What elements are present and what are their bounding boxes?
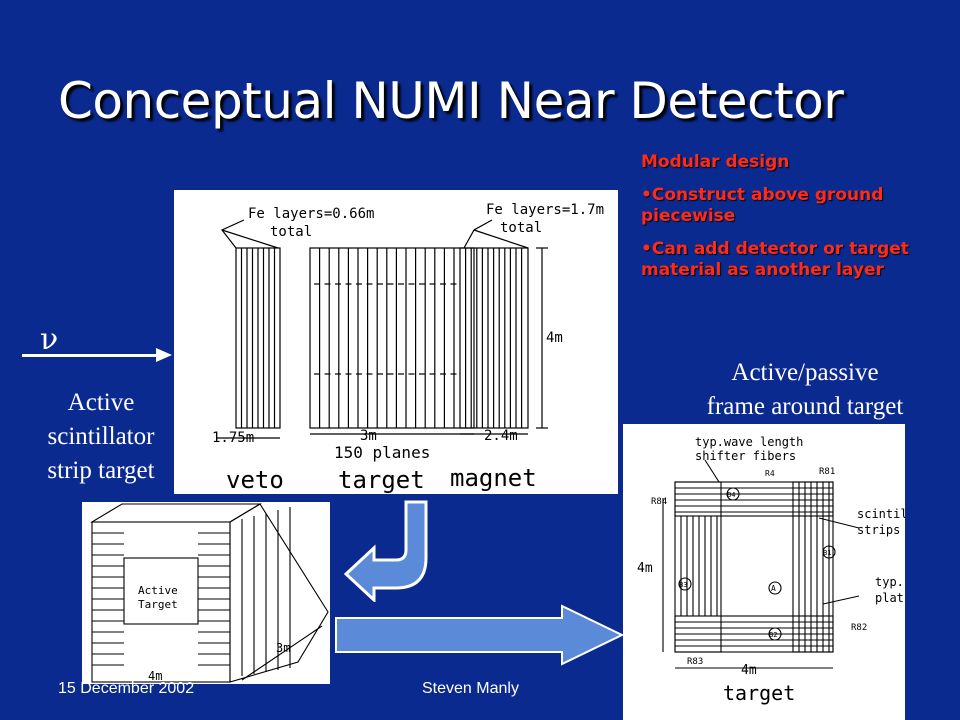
fe-left-label: Fe layers=0.66m	[248, 206, 374, 222]
planes-count: 150 planes	[334, 443, 430, 462]
frame-left-bar	[674, 481, 722, 653]
circle-label-b2: B2	[769, 631, 777, 639]
right-arrow-shape	[335, 604, 625, 666]
curved-arrow-down-left	[343, 500, 428, 602]
plate-label-line-2: plat	[875, 591, 904, 605]
target-length-dimension: 3m	[360, 428, 377, 444]
frame-height-dimension: 4m	[637, 561, 653, 576]
radius-label-r84: R84	[651, 497, 667, 507]
frame-diagram: typ.wave length shifter fibers scintill …	[637, 435, 905, 705]
fiber-label-line-2: shifter fibers	[695, 449, 796, 463]
cube-inner-window	[123, 557, 199, 625]
radius-label-r81: R81	[819, 467, 835, 477]
frame-width-dimension: 4m	[741, 663, 757, 678]
circle-label-b4: B4	[727, 491, 735, 499]
cube-depth-dimension: 3m	[276, 641, 290, 655]
fe-left-total: total	[270, 224, 312, 240]
detector-side-view-figure: Fe layers=0.66m total Fe layers=1.7m tot…	[174, 190, 618, 494]
callout-bullet-1: •Construct above ground piecewise	[641, 185, 884, 226]
circle-label-b3: B3	[679, 581, 687, 589]
scint-label-line-1: scintill	[857, 507, 905, 521]
footer-author: Steven Manly	[422, 680, 519, 697]
passive-label-line-2: frame around target	[706, 393, 904, 420]
magnet-length-dimension: 2.4m	[484, 428, 518, 444]
active-target-label: Active scintillator strip target	[22, 386, 180, 488]
plate-label-line-1: typ.	[875, 575, 904, 589]
circle-label-a: A	[771, 584, 776, 593]
slide-title: Conceptual NUMI Near Detector	[58, 72, 844, 130]
scint-label-line-2: strips	[857, 523, 900, 537]
height-dimension: 4m	[546, 330, 563, 346]
radius-label-r83: R83	[687, 657, 703, 667]
callout-heading: Modular design	[641, 152, 790, 172]
cube-label-line-1: Active	[138, 584, 178, 597]
cube-width-dimension: 4m	[148, 669, 162, 683]
active-label-line-2: scintillator	[47, 423, 155, 450]
frame-caption: target	[723, 681, 795, 705]
veto-caption: veto	[226, 466, 284, 494]
veto-width-dimension: 1.75m	[212, 430, 254, 446]
curved-arrow-shape	[343, 500, 428, 602]
magnet-caption: magnet	[450, 464, 537, 492]
frame-cross-section-figure: typ.wave length shifter fibers scintill …	[623, 424, 905, 720]
cube-diagram: Active Target 3m 4m	[90, 503, 329, 683]
neutrino-arrow-shaft	[22, 354, 160, 357]
passive-frame-label: Active/passive frame around target	[660, 356, 950, 424]
radius-label-r82: R82	[851, 623, 867, 633]
frame-top-bar	[674, 481, 834, 517]
fiber-label-line-1: typ.wave length	[695, 435, 803, 449]
fe-right-total: total	[500, 220, 542, 236]
callout-bullet-2: •Can add detector or target material as …	[641, 239, 909, 280]
circle-label-b1: B1	[823, 549, 831, 557]
right-arrow	[335, 604, 625, 666]
active-label-line-3: strip target	[47, 457, 155, 484]
cube-label-line-2: Target	[138, 598, 178, 611]
target-caption: target	[338, 466, 425, 494]
neutrino-symbol: ν	[40, 322, 59, 357]
neutrino-arrow-head	[156, 348, 172, 362]
passive-label-line-1: Active/passive	[731, 359, 879, 386]
detector-diagram: Fe layers=0.66m total Fe layers=1.7m tot…	[212, 202, 604, 494]
fe-right-label: Fe layers=1.7m	[486, 202, 604, 218]
radius-label-r4: R4	[765, 469, 775, 478]
active-label-line-1: Active	[67, 389, 135, 416]
callout-box: Modular design •Construct above ground p…	[641, 152, 941, 293]
target-module	[309, 247, 475, 429]
target-cube-figure: Active Target 3m 4m	[82, 502, 330, 684]
footer-date: 15 December 2002	[58, 680, 195, 697]
